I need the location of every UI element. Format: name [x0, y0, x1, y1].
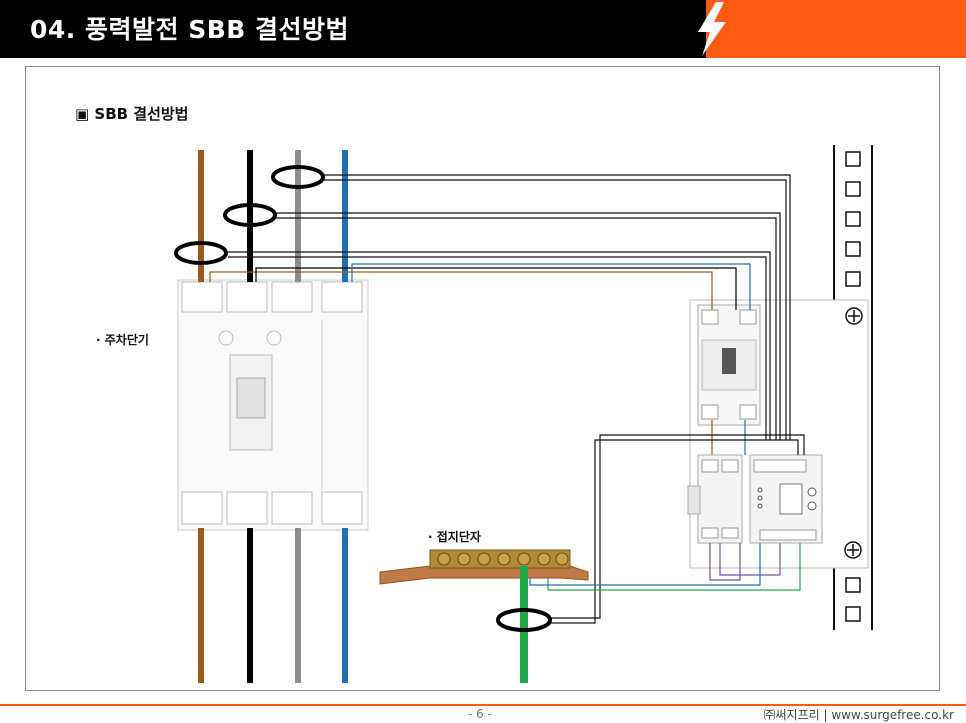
- phase-wires-top: [198, 150, 348, 282]
- sbb-breaker: [697, 304, 761, 426]
- header-accent: [706, 0, 966, 58]
- ct-rings: [174, 165, 325, 265]
- diagram-frame: [25, 66, 940, 691]
- footer-brand: ㈜써지프리 | www.surgefree.co.kr: [763, 708, 954, 722]
- ground-ct-ring: [496, 608, 552, 632]
- ground-bar-label: · 접지단자: [428, 530, 481, 544]
- page-title: 04. 풍력발전 SBB 결선방법: [30, 15, 350, 44]
- ground-bus-bar: [379, 549, 589, 585]
- main-breaker: [177, 279, 369, 531]
- breaker-label: · 주차단기: [96, 333, 149, 347]
- ct-sense-wires: [228, 174, 791, 440]
- phase-wires-bottom: [198, 528, 348, 683]
- lightning-bolt-icon: [698, 2, 726, 56]
- page-number: - 6 -: [468, 707, 492, 721]
- header-bar: 04. 풍력발전 SBB 결선방법: [0, 0, 966, 58]
- monitor-module: [749, 454, 823, 544]
- section-subtitle: ▣ SBB 결선방법: [75, 105, 189, 123]
- ground-sense-wires: [548, 434, 805, 624]
- footer-line: [0, 704, 966, 706]
- branch-wires: [209, 263, 751, 455]
- surge-module: [687, 454, 743, 544]
